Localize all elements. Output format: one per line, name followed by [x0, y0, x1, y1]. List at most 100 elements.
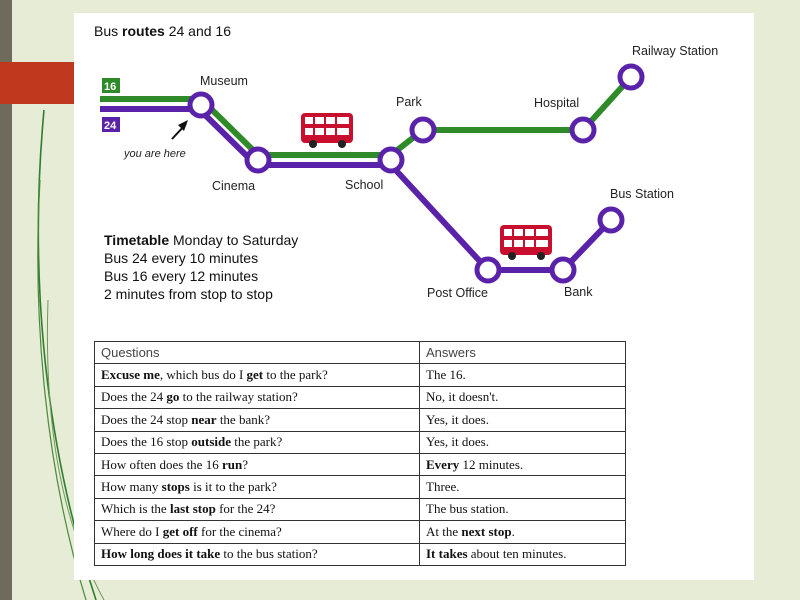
- label-bus-station: Bus Station: [610, 187, 674, 201]
- bold-text: near: [191, 411, 217, 427]
- table-row: How often does the 16 run? Every 12 minut…: [94, 452, 626, 477]
- question-cell: How many stops is it to the park?: [94, 475, 420, 499]
- label-cinema: Cinema: [212, 179, 255, 193]
- table-row: Does the 24 stop near the bank? Yes, it d…: [94, 408, 626, 432]
- left-accent-band: [0, 0, 12, 600]
- question-cell: Excuse me, which bus do I get to the par…: [94, 363, 420, 387]
- text: The 16.: [426, 367, 466, 383]
- bold-text: go: [166, 389, 180, 405]
- bold-text: get off: [162, 523, 198, 539]
- timetable-line: Bus 24 every 10 minutes: [104, 250, 259, 266]
- answer-cell: Yes, it does.: [419, 430, 626, 454]
- text: Three.: [426, 479, 460, 495]
- bold-text: How long does it take: [101, 546, 221, 562]
- text: is it to the park?: [189, 479, 277, 495]
- answer-cell: Yes, it does.: [419, 408, 626, 432]
- answer-cell: It takes about ten minutes.: [419, 542, 626, 566]
- table-row: Does the 24 go to the railway station? No…: [94, 385, 626, 410]
- route-16-line: [100, 74, 634, 158]
- text: to the bus station?: [220, 546, 318, 562]
- bus-icon: [500, 225, 552, 260]
- bold-text: last stop: [169, 501, 216, 517]
- route-map: 16 24 Museum Cinema School Park Hospital…: [100, 44, 718, 300]
- questions-header: Questions: [94, 340, 420, 365]
- text: At the: [426, 523, 462, 539]
- table-header-row: Questions Answers: [94, 340, 626, 365]
- text: Which is the: [101, 501, 170, 517]
- label-post-office: Post Office: [427, 286, 488, 300]
- stop-bank: [549, 256, 577, 284]
- text: to the park?: [263, 367, 328, 383]
- question-cell: Does the 16 stop outside the park?: [94, 430, 420, 454]
- label-railway-station: Railway Station: [632, 44, 718, 58]
- question-cell: Which is the last stop for the 24?: [94, 497, 420, 522]
- bold-text: stops: [161, 479, 190, 495]
- label-hospital: Hospital: [534, 96, 579, 110]
- question-cell: How long does it take to the bus station…: [94, 542, 420, 566]
- bold-text: get: [246, 367, 264, 383]
- stop-railway-station: [617, 63, 645, 91]
- stop-bus-station: [597, 206, 625, 234]
- stop-park: [409, 116, 437, 144]
- text: Does the 16 stop: [101, 434, 192, 450]
- text: 12 minutes.: [459, 456, 524, 472]
- text: to the railway station?: [179, 389, 298, 405]
- text: No, it doesn't.: [426, 389, 499, 405]
- text: Does the 24 stop: [101, 411, 192, 427]
- bold-text: routes: [122, 23, 165, 39]
- route-24-badge-label: 24: [104, 120, 117, 132]
- question-cell: Where do I get off for the cinema?: [94, 520, 420, 544]
- bold-text: run: [221, 456, 243, 472]
- answers-header: Answers: [419, 340, 626, 365]
- text: about ten minutes.: [467, 546, 567, 562]
- text: The bus station.: [426, 501, 509, 517]
- route-16-badge: [102, 78, 120, 93]
- label-bank: Bank: [564, 285, 593, 299]
- questions-answers-table: Questions Answers Excuse me, which bus d…: [94, 340, 626, 566]
- label-museum: Museum: [200, 74, 248, 88]
- question-cell: Does the 24 go to the railway station?: [94, 385, 420, 410]
- answer-cell: Three.: [419, 475, 626, 499]
- text: How many: [101, 479, 162, 495]
- stop-hospital: [569, 116, 597, 144]
- answer-cell: The bus station.: [419, 497, 626, 522]
- text: for the 24?: [215, 501, 276, 517]
- text: for the cinema?: [197, 523, 282, 539]
- label-park: Park: [396, 95, 422, 109]
- you-are-here-label: you are here: [123, 148, 186, 160]
- answer-cell: No, it doesn't.: [419, 385, 626, 410]
- table-row: Does the 16 stop outside the park?Yes, i…: [94, 430, 626, 454]
- label-school: School: [345, 178, 383, 192]
- worksheet-card: 16 24 Museum Cinema School Park Hospital…: [74, 13, 754, 580]
- text: Where do I: [101, 523, 163, 539]
- stop-post-office: [474, 256, 502, 284]
- text: .: [511, 523, 515, 539]
- timetable-heading: Timetable Monday to Saturday: [104, 231, 298, 249]
- timetable: Timetable Monday to Saturday Bus 24 ever…: [104, 231, 298, 303]
- table-row: Which is the last stop for the 24? The bu…: [94, 497, 626, 522]
- bold-text: It takes: [426, 546, 468, 562]
- text: Yes, it does.: [426, 411, 489, 427]
- text: ?: [242, 456, 248, 472]
- table-row: How many stops is it to the park? Three.: [94, 475, 626, 499]
- question-cell: How often does the 16 run?: [94, 452, 420, 477]
- stop-school: [377, 146, 405, 174]
- page-title: Bus routes 24 and 16: [94, 23, 231, 39]
- timetable-heading-rest: Monday to Saturday: [169, 232, 299, 248]
- stop-museum: [187, 91, 215, 119]
- table-row: Where do I get off for the cinema?At the…: [94, 520, 626, 544]
- answer-cell: At the next stop.: [419, 520, 626, 544]
- timetable-heading-bold: Timetable: [104, 232, 170, 248]
- timetable-line: 2 minutes from stop to stop: [104, 286, 273, 302]
- bold-text: Excuse me: [101, 367, 160, 383]
- question-cell: Does the 24 stop near the bank?: [94, 408, 420, 432]
- text: Does the 24: [101, 389, 167, 405]
- bold-text: Every: [426, 456, 460, 472]
- route-16-badge-label: 16: [104, 81, 116, 93]
- bold-text: next stop: [461, 523, 512, 539]
- text: Bus: [94, 23, 123, 39]
- text: How often does the 16: [101, 456, 222, 472]
- route-24-badge: [102, 117, 120, 132]
- table-row: How long does it take to the bus station…: [94, 542, 626, 566]
- stop-cinema: [244, 146, 272, 174]
